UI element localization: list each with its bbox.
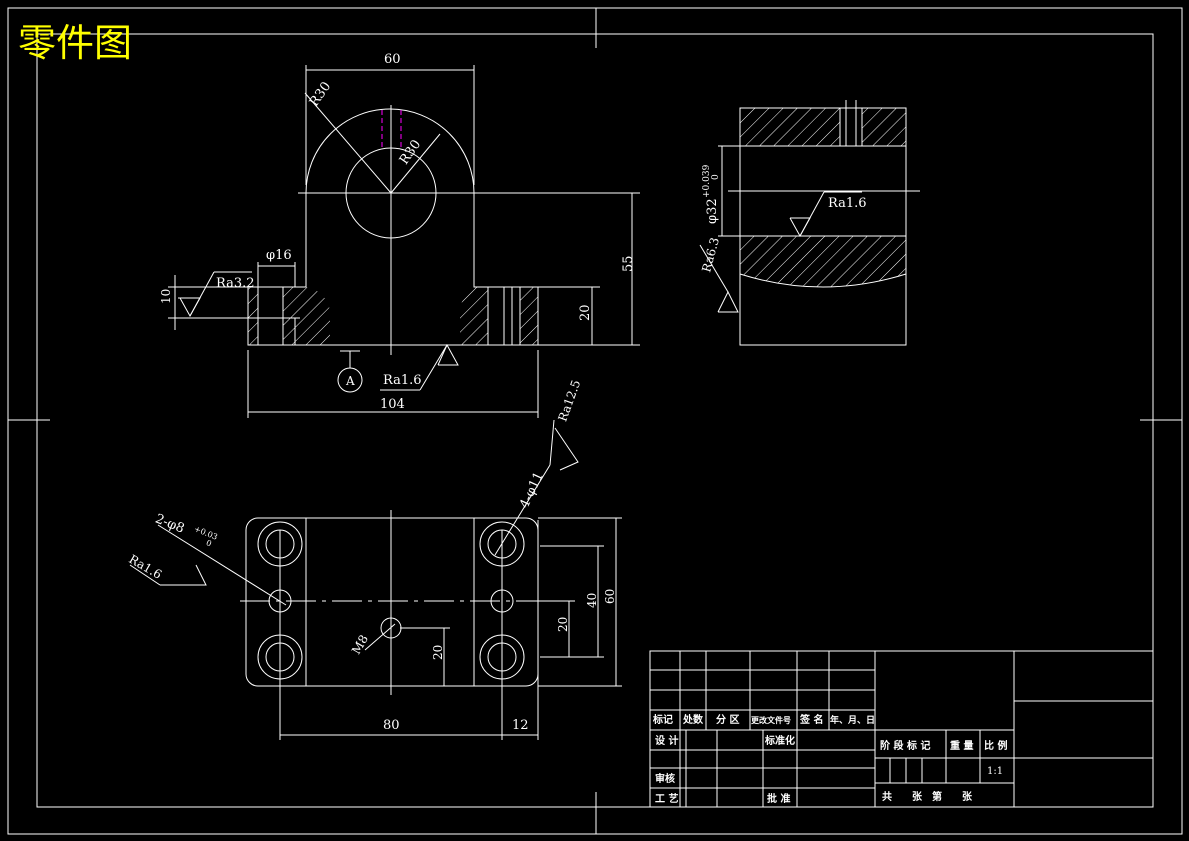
sheet-frame [7, 7, 1183, 835]
ra-12-5: Ra12.5 [555, 378, 583, 423]
dim-60-top: 60 [384, 52, 401, 67]
dim-R30-outer: R30 [307, 79, 334, 109]
dim-55: 55 [621, 255, 636, 272]
ra-1-6-bottom: Ra1.6 [383, 373, 422, 388]
ra-3-2: Ra3.2 [216, 276, 255, 291]
tb-mark: 标记 [652, 713, 673, 726]
tb-zone: 分 区 [716, 713, 739, 726]
dim-60-right: 60 [603, 589, 617, 604]
dim-20-right: 20 [556, 617, 570, 632]
tb-standard: 标准化 [764, 734, 795, 747]
dim-12: 12 [512, 718, 529, 733]
pins-tol-lower: 0 [205, 538, 213, 548]
dim-M8: M8 [349, 632, 371, 656]
tb-weight: 重 量 [950, 739, 973, 752]
dim-104: 104 [380, 397, 405, 412]
datum-A: A [345, 374, 355, 388]
ra-6-3: Ra6.3 [699, 236, 722, 274]
tb-process: 工 艺 [655, 792, 678, 805]
pins-tol-upper: +0.03 [193, 524, 219, 542]
dim-40: 40 [585, 593, 599, 608]
dim-bore-tol-upper: +0.039 [702, 164, 712, 198]
top-view [129, 419, 622, 740]
dim-20-left: 20 [431, 645, 445, 660]
front-view-labels: 60 R30 R30 φ16 10 Ra3.2 55 20 A Ra1.6 10… [159, 52, 636, 412]
top-view-labels: Ra12.5 4-φ11 2-φ8 +0.03 0 Ra1.6 M8 40 60… [127, 378, 618, 733]
dim-20-side: 20 [578, 304, 593, 321]
tb-approve: 批 准 [767, 792, 790, 805]
tb-review: 审核 [655, 772, 675, 785]
tb-stage: 阶 段 标 记 [880, 739, 930, 752]
side-view [699, 100, 920, 346]
dim-10: 10 [159, 289, 173, 304]
dim-phi16: φ16 [266, 248, 292, 263]
dim-80: 80 [383, 718, 400, 733]
front-view [168, 65, 640, 418]
tb-sign: 签 名 [799, 713, 823, 726]
ra-1-6-bore: Ra1.6 [828, 196, 867, 211]
title-block [649, 650, 1154, 808]
tb-docno: 更改文件号 [751, 715, 791, 725]
drawing-title: 零件图 [18, 21, 132, 65]
dim-phi32: φ32 [705, 198, 720, 224]
tb-sheets: 共 张 第 张 [882, 790, 973, 803]
title-block-labels: 标记 处数 分 区 更改文件号 签 名 年、月、日 设 计 标准化 审核 工 艺… [652, 713, 1007, 805]
tb-design: 设 计 [655, 734, 678, 747]
ra-1-6-pins: Ra1.6 [127, 552, 165, 582]
tb-scale: 比 例 [984, 739, 1007, 752]
holes-4-phi11: 4-φ11 [517, 470, 547, 511]
dim-R30-inner: R30 [397, 137, 424, 167]
dim-bore-tol-lower: 0 [711, 174, 721, 180]
tb-scale-value: 1:1 [987, 766, 1003, 777]
tb-date: 年、月、日 [830, 714, 875, 726]
tb-count: 处数 [682, 713, 704, 726]
